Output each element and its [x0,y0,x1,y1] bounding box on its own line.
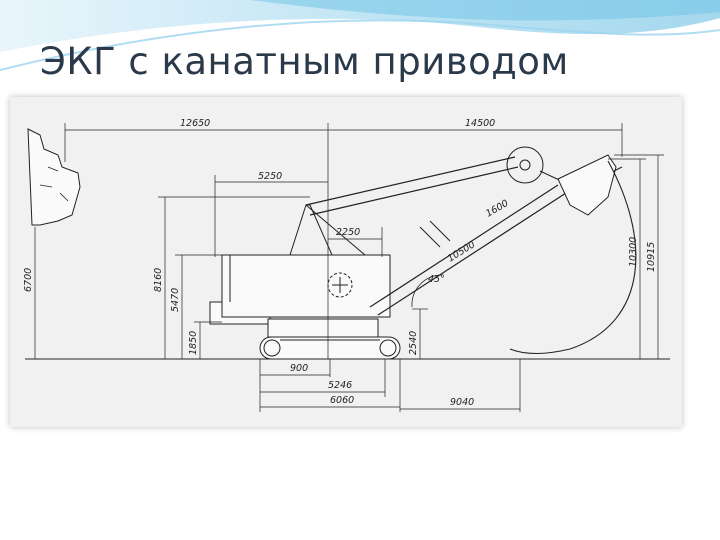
dim-2250: 2250 [336,227,360,238]
boom-sheave [506,146,544,184]
dim-900: 900 [290,363,308,374]
dim-12650: 12650 [180,118,210,129]
dim-10300: 10300 [628,237,639,267]
digging-arc [509,160,637,355]
dim-6060: 6060 [330,395,354,406]
dim-5246: 5246 [328,380,352,391]
dim-1600: 1600 [484,198,510,220]
boom [305,156,516,206]
dipper-handle [369,184,559,308]
dim-2540: 2540 [408,331,419,355]
dim-10915: 10915 [646,242,657,272]
dim-1850: 1850 [188,331,199,355]
dim-8160: 8160 [153,268,164,292]
dim-6700: 6700 [23,268,34,292]
dim-9040: 9040 [450,397,474,408]
gantry [289,204,333,256]
dim-45: 45° [428,274,445,285]
machinery-house [221,254,391,318]
slide-title: ЭКГ с канатным приводом [40,40,569,83]
turntable [267,318,379,338]
rock-pile [27,128,81,226]
dim-5470: 5470 [170,288,181,312]
dim-5250: 5250 [258,171,282,182]
dim-14500: 14500 [465,118,495,129]
dipper-bucket [557,154,617,216]
header-swoosh [0,0,720,71]
excavator-drawing: 12650 14500 5250 2250 1600 10500 45° 103… [10,97,682,427]
excavator-schematic: 12650 14500 5250 2250 1600 10500 45° 103… [23,118,670,412]
